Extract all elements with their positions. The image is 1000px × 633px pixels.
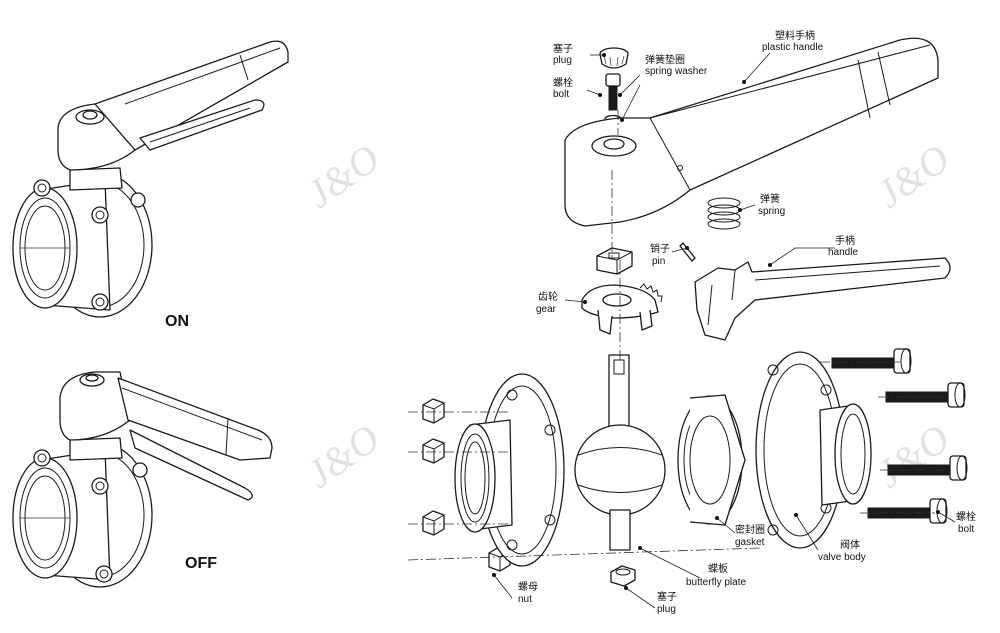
label-gear-cn: 齿轮: [538, 290, 558, 303]
label-spring-washer-cn: 弹簧垫圈: [645, 53, 685, 66]
valve-body-left-flange: [454, 373, 565, 567]
plug-bottom-part: [610, 565, 636, 587]
part-labels: 塞子 plug 弹簧垫圈 spring washer 塑料手柄 plastic …: [518, 29, 976, 615]
spring-part: [707, 197, 741, 230]
label-spring-washer-en: spring washer: [645, 66, 708, 77]
label-handle-cn: 手柄: [835, 234, 855, 247]
gear-part: [581, 283, 663, 335]
label-bolt-top-en: bolt: [553, 89, 569, 100]
label-plastic-handle-cn: 塑料手柄: [775, 29, 815, 42]
label-butterfly-plate-cn: 蝶板: [708, 562, 728, 575]
state-label-on: ON: [165, 313, 189, 330]
label-plug-top-en: plug: [553, 55, 572, 66]
label-plug-bottom-en: plug: [657, 604, 676, 615]
plastic-handle-part: [564, 37, 939, 227]
plug-top-part: [599, 47, 629, 69]
label-valve-body-en: valve body: [818, 552, 866, 563]
watermark: J&O: [868, 135, 958, 216]
label-plastic-handle-en: plastic handle: [762, 42, 824, 53]
label-gasket-cn: 密封圈: [735, 523, 765, 536]
watermark: J&O: [298, 415, 388, 496]
drive-nut-part: [596, 247, 633, 275]
nut-stack-left: [422, 398, 511, 572]
label-nut-cn: 螺母: [518, 581, 538, 593]
label-bolt-right-cn: 螺栓: [956, 510, 976, 523]
gasket-part: [677, 394, 746, 526]
label-plug-bottom-cn: 塞子: [657, 590, 677, 603]
handle-part: [694, 257, 951, 341]
valve-body-right-flange: [755, 351, 872, 549]
label-bolt-top-cn: 螺栓: [553, 76, 573, 89]
label-spring-en: spring: [758, 206, 785, 217]
bolt-top-part: [605, 73, 621, 111]
label-pin-en: pin: [652, 256, 665, 267]
exploded-view: 塞子 plug 弹簧垫圈 spring washer 塑料手柄 plastic …: [407, 29, 976, 615]
label-spring-cn: 弹簧: [760, 192, 780, 205]
valve-off-illustration: OFF: [12, 371, 273, 588]
state-label-off: OFF: [185, 555, 217, 572]
label-butterfly-plate-en: butterfly plate: [686, 577, 746, 588]
watermark: J&O: [298, 135, 388, 216]
label-handle-en: handle: [828, 247, 858, 258]
label-bolt-right-en: bolt: [958, 524, 974, 535]
label-plug-top-cn: 塞子: [553, 42, 573, 55]
label-gear-en: gear: [536, 304, 557, 315]
butterfly-plate-part: [574, 354, 666, 551]
label-pin-cn: 销子: [650, 242, 670, 255]
valve-on-illustration: ON: [12, 40, 289, 330]
watermark: J&O: [868, 415, 958, 496]
label-valve-body-cn: 阀体: [840, 538, 860, 551]
pin-part: [679, 242, 696, 262]
label-nut-en: nut: [518, 594, 532, 605]
leader-lines: [492, 52, 956, 609]
label-gasket-en: gasket: [735, 537, 765, 548]
